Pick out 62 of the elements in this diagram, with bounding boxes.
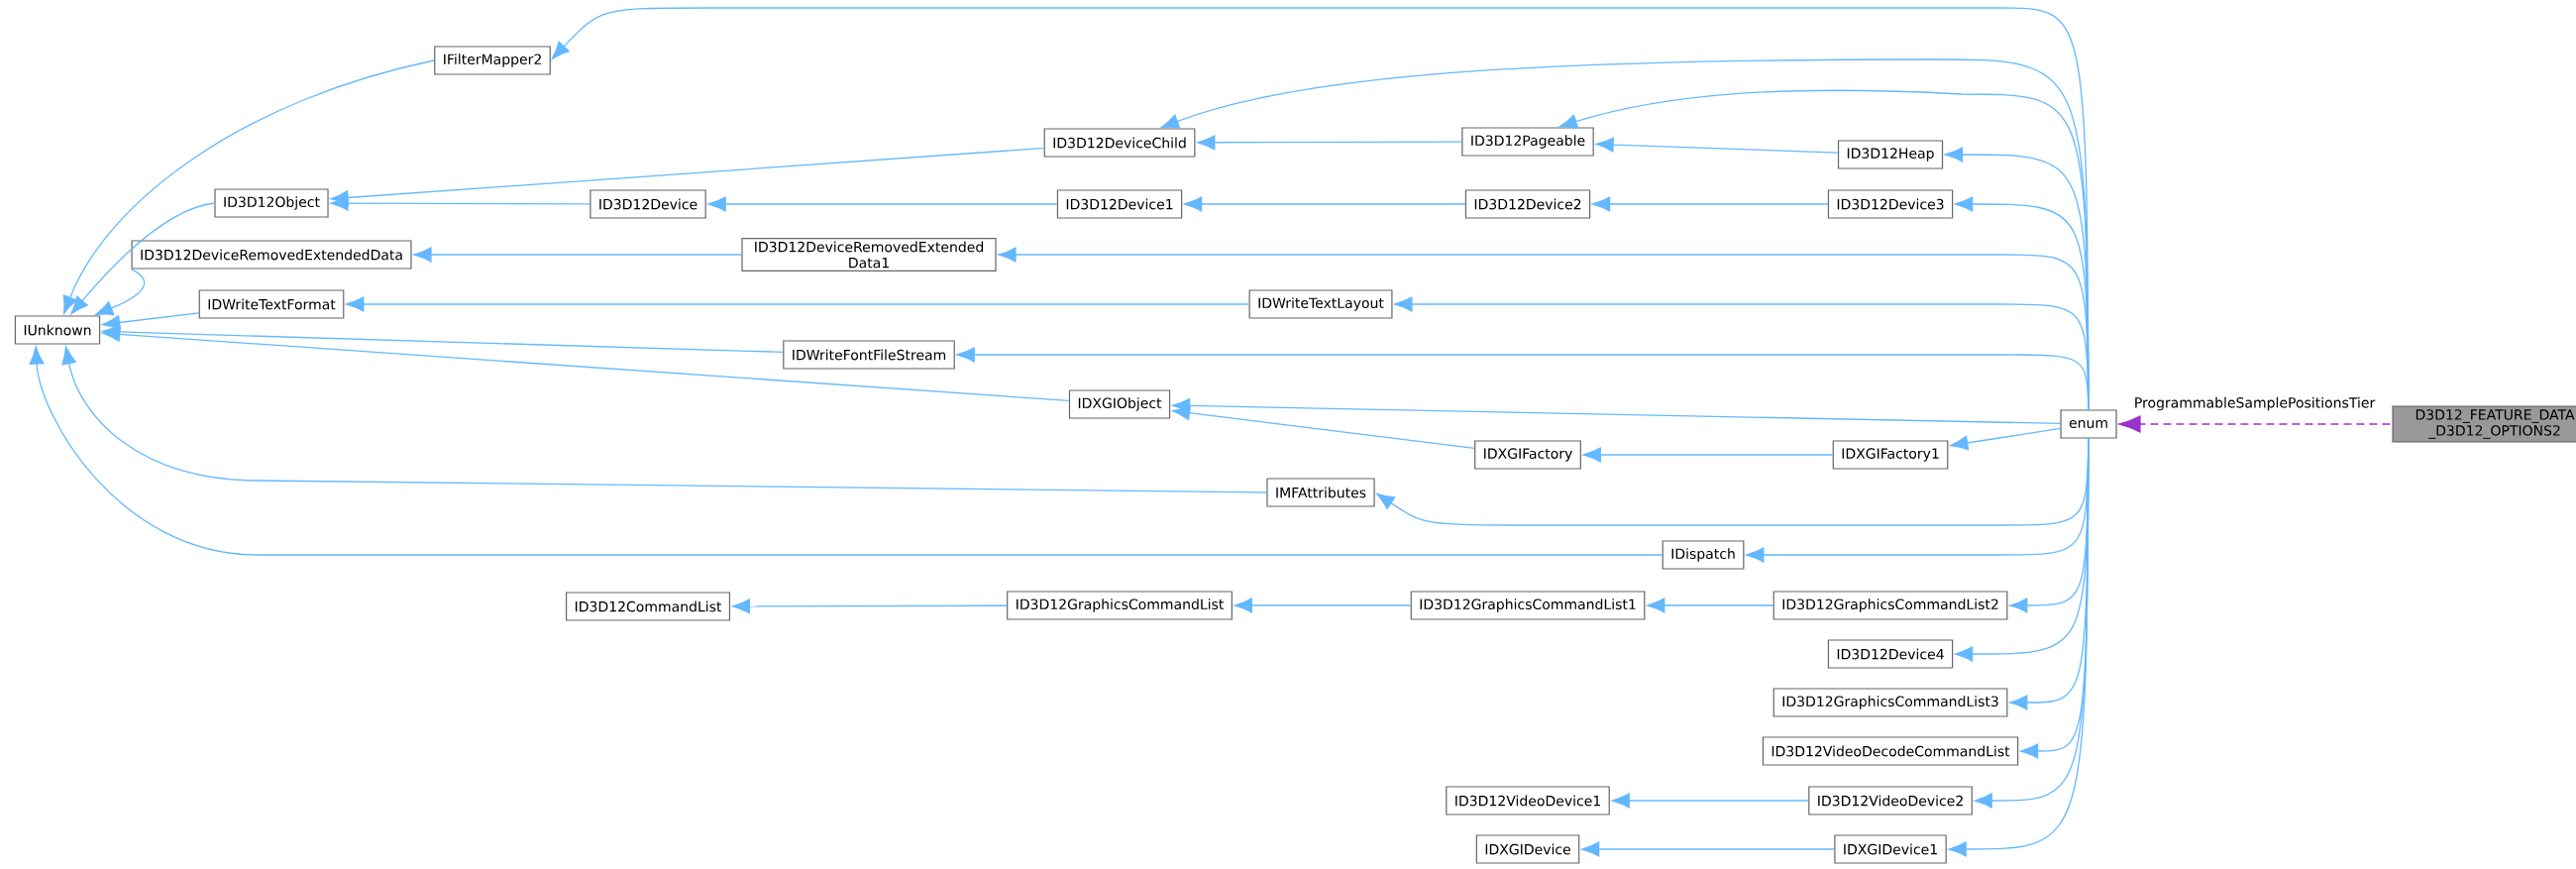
- class-box: ID3D12DeviceRemovedExtendedData: [131, 240, 412, 270]
- arrow: [1595, 137, 1839, 154]
- class-box: ID3D12Device2: [1464, 189, 1591, 219]
- arrow: [1581, 841, 1835, 857]
- edge-label: ProgrammableSamplePositionsTier: [2132, 395, 2377, 412]
- arrow: [346, 296, 1250, 312]
- class-box: IDXGIDevice: [1475, 834, 1580, 864]
- class-box: ID3D12GraphicsCommandList3: [1772, 688, 2008, 717]
- class-box: ID3D12Object: [214, 188, 329, 218]
- arrow: [29, 346, 1664, 556]
- class-box: ID3D12Device1: [1056, 189, 1183, 219]
- class-box: enum: [2060, 409, 2117, 439]
- class-box: IDXGIObject: [1068, 389, 1171, 419]
- class-box: ID3D12Device4: [1827, 639, 1954, 669]
- class-box: ID3D12DeviceRemovedExtended Data1: [741, 238, 997, 272]
- class-box: ID3D12Pageable: [1461, 127, 1594, 157]
- class-box: ID3D12GraphicsCommandList2: [1772, 591, 2008, 620]
- arrow: [61, 346, 1268, 493]
- arrow: [94, 268, 146, 316]
- class-box: ID3D12CommandList: [566, 592, 731, 621]
- class-box: IDXGIFactory: [1474, 440, 1581, 470]
- arrow: [1647, 597, 1774, 613]
- class-box: IDWriteTextLayout: [1248, 289, 1393, 319]
- class-box: ID3D12VideoDecodeCommandList: [1762, 736, 2019, 766]
- arrow: [413, 247, 743, 263]
- class-box: ID3D12GraphicsCommandList1: [1410, 591, 1646, 620]
- arrow: [1197, 135, 1462, 151]
- class-box: ID3D12Device: [590, 189, 706, 219]
- arrow: [1950, 427, 2062, 451]
- arrow: [70, 202, 216, 315]
- class-box: IDWriteTextFormat: [198, 289, 345, 319]
- class-box: IDWriteFontFileStream: [783, 340, 955, 370]
- class-box: ID3D12VideoDevice2: [1808, 786, 1973, 815]
- arrow: [707, 196, 1058, 212]
- class-box: ID3D12DeviceChild: [1043, 128, 1196, 158]
- arrow: [102, 312, 200, 330]
- arrow: [731, 598, 1008, 614]
- arrow: [1948, 437, 2090, 857]
- arrow: [2118, 415, 2392, 433]
- class-box: IDXGIDevice1: [1834, 834, 1947, 864]
- class-box: ID3D12Device3: [1827, 189, 1954, 219]
- arrow: [102, 326, 1070, 402]
- class-box: IMFAttributes: [1266, 478, 1375, 507]
- arrow: [102, 324, 784, 353]
- arrow: [1234, 597, 1412, 613]
- arrow: [1172, 397, 2062, 425]
- class-box: ID3D12GraphicsCommandList: [1007, 591, 1233, 620]
- class-box: IDXGIFactory1: [1832, 440, 1949, 470]
- arrow: [1184, 196, 1466, 212]
- class-box: D3D12_FEATURE_DATA _D3D12_OPTIONS2: [2392, 405, 2576, 443]
- arrow: [1582, 447, 1834, 463]
- class-box: IUnknown: [14, 315, 101, 345]
- arrow: [330, 195, 590, 211]
- arrow: [956, 347, 2090, 411]
- class-box: ID3D12VideoDevice1: [1446, 786, 1610, 815]
- arrow: [1172, 405, 1475, 449]
- arrow: [1611, 793, 1809, 809]
- arrow: [62, 59, 435, 314]
- class-box: ID3D12Heap: [1837, 140, 1944, 169]
- class-box: IFilterMapper2: [434, 46, 551, 75]
- arrow: [1592, 196, 1829, 212]
- class-box: IDispatch: [1662, 540, 1745, 570]
